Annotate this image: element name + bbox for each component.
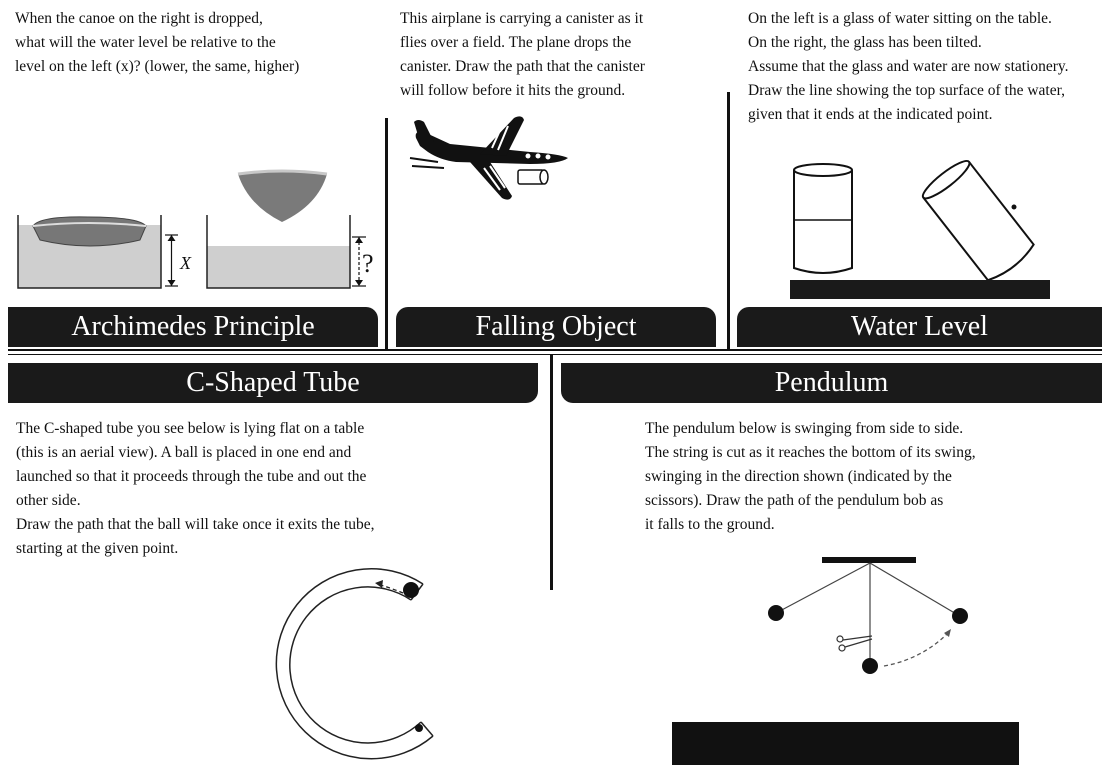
archimedes-title: Archimedes Principle (71, 311, 315, 342)
water-level-title-bar: Water Level (737, 307, 1102, 347)
horizontal-divider (8, 349, 1102, 351)
water-end-point (1011, 204, 1017, 210)
water-glass-figure (790, 159, 1050, 299)
canister-icon (517, 169, 549, 185)
c-tube-inner (289, 586, 422, 744)
falling-object-prompt: This airplane is carrying a canister as … (400, 10, 645, 99)
ball-exit-point (415, 724, 423, 732)
left-canoe (32, 216, 147, 247)
right-tank-water (207, 246, 350, 288)
c-tube-title: C-Shaped Tube (186, 367, 360, 398)
pendulum-title-bar: Pendulum (561, 363, 1102, 403)
pendulum-figure (768, 557, 968, 674)
divider-top-right (727, 92, 730, 350)
archimedes-figure: X ? (17, 169, 374, 289)
pendulum-ground (672, 722, 1019, 765)
archimedes-question-label: ? (362, 249, 374, 278)
pendulum-title: Pendulum (774, 367, 889, 398)
archimedes-prompt: When the canoe on the right is dropped, … (15, 10, 300, 75)
pendulum-bob-left (768, 605, 784, 621)
pendulum-support (822, 557, 916, 563)
table-top (790, 280, 1050, 299)
pendulum-prompt: The pendulum below is swinging from side… (645, 420, 976, 533)
airplane-figure (409, 116, 568, 200)
divider-bottom (550, 355, 553, 590)
tilted-glass (921, 159, 1035, 282)
c-tube-outer (275, 567, 434, 760)
launch-arrow (376, 583, 404, 594)
water-level-title: Water Level (851, 311, 988, 342)
horizontal-divider-2 (8, 354, 1102, 355)
right-tank-outline (206, 215, 351, 289)
c-tube-title-bar: C-Shaped Tube (8, 363, 538, 403)
scissors-icon (836, 635, 873, 652)
pendulum-bob-right (952, 608, 968, 624)
ball-start (403, 582, 419, 598)
divider-top-left (385, 118, 388, 350)
swing-direction-arrow (883, 632, 949, 667)
c-tube-figure (275, 567, 434, 760)
water-level-prompt: On the left is a glass of water sitting … (748, 10, 1069, 123)
archimedes-x-label: X (179, 253, 192, 273)
falling-object-title: Falling Object (475, 311, 637, 342)
right-canoe (238, 171, 327, 222)
c-tube-prompt: The C-shaped tube you see below is lying… (16, 420, 375, 557)
falling-object-title-bar: Falling Object (396, 307, 716, 347)
left-tank-outline (17, 215, 162, 289)
upright-glass (793, 163, 853, 274)
archimedes-title-bar: Archimedes Principle (8, 307, 378, 347)
pendulum-bob-bottom (862, 658, 878, 674)
